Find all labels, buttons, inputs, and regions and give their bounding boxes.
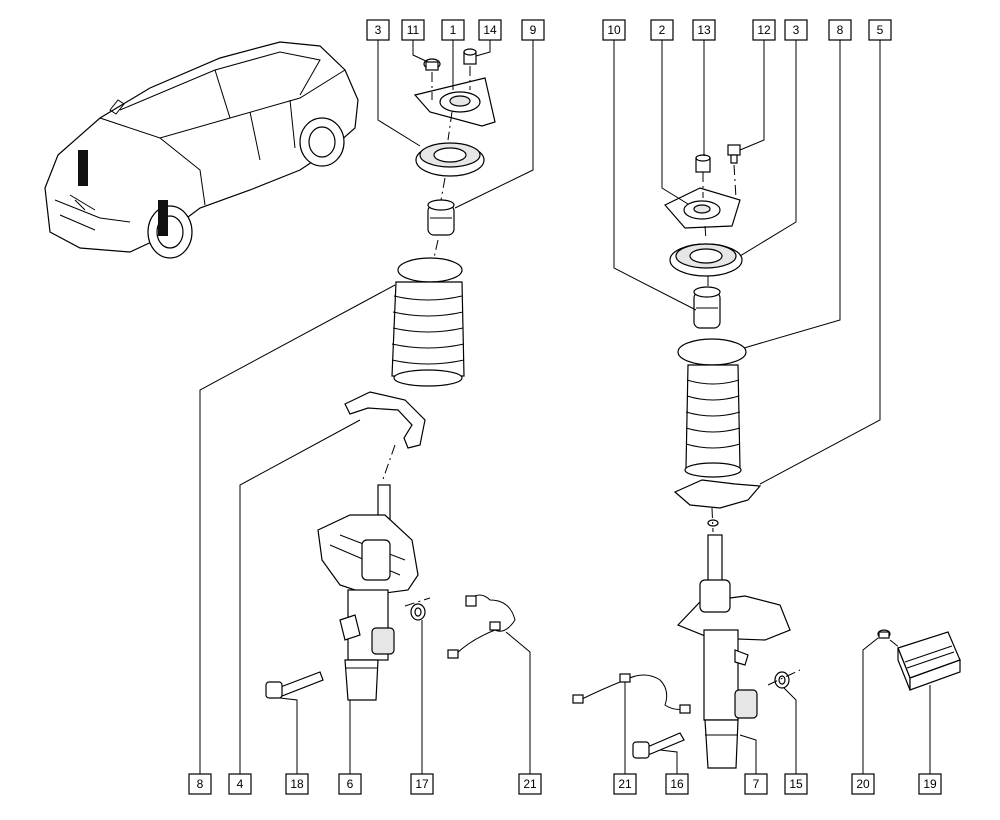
- part-bump-stop-left: [427, 199, 455, 236]
- part-strut-right: [676, 534, 791, 769]
- part-bolt-left: [265, 671, 324, 699]
- part-bump-stop-right: [693, 286, 721, 329]
- callout-21-left: 21: [523, 777, 537, 791]
- callout-3-top-right: 3: [793, 23, 800, 37]
- callout-20: 20: [856, 777, 870, 791]
- part-washer-left: [410, 603, 426, 621]
- part-boot-left: [391, 257, 465, 387]
- callout-11: 11: [407, 23, 420, 37]
- part-spring-seat-left: [344, 391, 426, 449]
- part-bolt-12-right: [727, 144, 741, 164]
- callout-15: 15: [789, 777, 803, 791]
- part-washer-right: [774, 671, 790, 689]
- part-sensor-module: [877, 629, 961, 691]
- part-sensor-cable-left: [447, 594, 516, 659]
- car-illustration: [44, 41, 359, 259]
- callout-8-top: 8: [837, 23, 844, 37]
- part-bolt-right: [632, 732, 685, 759]
- part-spring-seat-right: [673, 479, 762, 527]
- part-nut-13-right: [695, 154, 711, 173]
- part-nut-14-left: [463, 48, 477, 65]
- callout-3-top-left: 3: [375, 23, 382, 37]
- callout-9: 9: [530, 23, 537, 37]
- part-nut-11-left: [423, 58, 441, 71]
- part-sensor-cable-right: [572, 673, 691, 714]
- assembly-axes: [381, 66, 901, 686]
- part-boot-right: [677, 338, 747, 478]
- callout-14: 14: [483, 23, 497, 37]
- callout-21-right: 21: [618, 777, 632, 791]
- callout-4: 4: [237, 777, 244, 791]
- callout-labels: 3 11 1 14 9 10 2 13 12 3 8 5 8 4 18 6 17…: [188, 19, 942, 795]
- callout-5: 5: [877, 23, 884, 37]
- callout-7: 7: [753, 777, 760, 791]
- callout-8-bottom: 8: [197, 777, 204, 791]
- callout-19: 19: [923, 777, 937, 791]
- callout-1: 1: [450, 23, 457, 37]
- part-bearing-left: [415, 142, 485, 177]
- callout-6: 6: [347, 777, 354, 791]
- callout-13: 13: [697, 23, 711, 37]
- part-strut-left: [317, 484, 419, 701]
- callout-12: 12: [757, 23, 771, 37]
- callout-2: 2: [659, 23, 666, 37]
- part-top-mount-plate-right: [664, 187, 741, 229]
- callout-18: 18: [290, 777, 304, 791]
- leader-lines: [199, 40, 931, 774]
- callout-17: 17: [415, 777, 429, 791]
- callout-16: 16: [670, 777, 684, 791]
- part-top-mount-plate-left: [413, 77, 496, 127]
- callout-10: 10: [607, 23, 621, 37]
- part-bearing-right: [669, 243, 743, 277]
